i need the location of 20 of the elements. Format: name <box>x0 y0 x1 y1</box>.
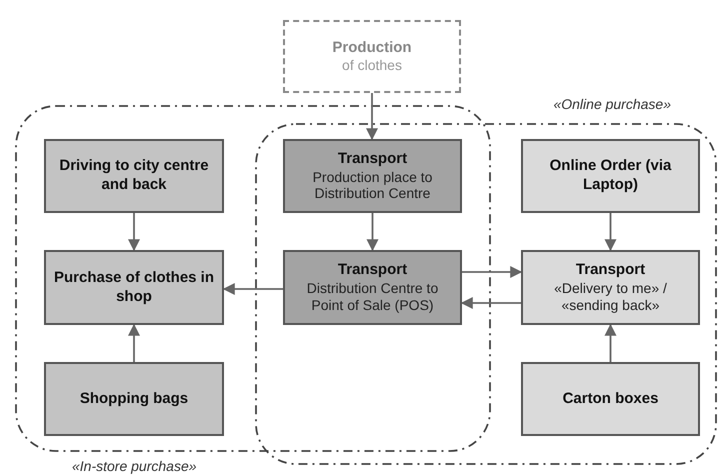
arrow <box>460 297 521 309</box>
dashed-process-box: Production of clothes <box>283 20 461 93</box>
process-box: Transport Distribution Centre to Point of Sale (POS) <box>283 250 462 325</box>
group-label: «Online purchase» <box>553 96 671 112</box>
arrow <box>222 283 283 295</box>
group-label: «In-store purchase» <box>72 458 197 474</box>
arrow <box>604 324 616 362</box>
arrow <box>462 266 522 278</box>
arrow <box>128 324 140 362</box>
arrow <box>366 213 378 252</box>
process-box: Transport Production place to Distribution Centre <box>283 139 462 213</box>
process-box: Carton boxes <box>521 362 700 436</box>
process-box: Purchase of clothes in shop <box>44 250 224 325</box>
arrow <box>604 213 616 252</box>
arrow <box>366 93 378 140</box>
process-box: Shopping bags <box>44 362 224 436</box>
process-box: Driving to city centre and back <box>44 139 224 213</box>
arrow <box>128 213 140 252</box>
process-box: Transport «Delivery to me» / «sending back» <box>521 250 700 325</box>
process-box: Online Order (via Laptop) <box>521 139 700 213</box>
